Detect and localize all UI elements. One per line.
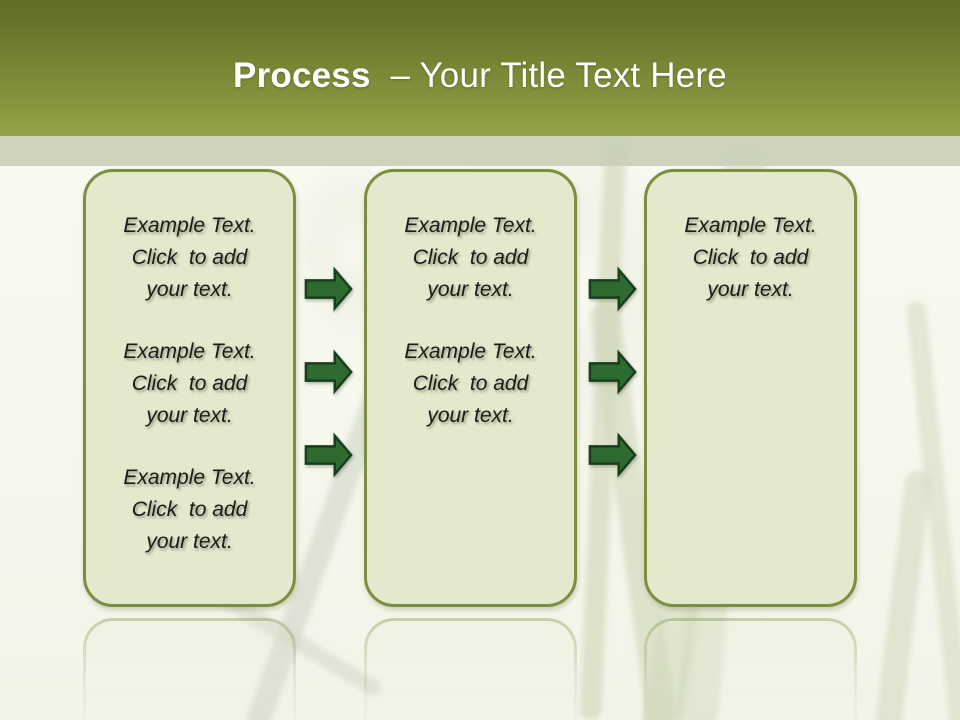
arrow-right-icon[interactable] [304,266,354,312]
slide-title-keyword: Process [233,56,371,95]
title-bar: Process – Your Title Text Here [0,0,960,136]
placeholder-text[interactable]: Example Text. Click to add your text. [123,466,256,553]
process-box-1[interactable]: Example Text. Click to add your text. Ex… [83,169,296,607]
arrow-right-icon[interactable] [304,432,354,478]
placeholder-text[interactable]: Example Text. Click to add your text. [123,214,256,301]
header-accent-band [0,136,960,166]
process-box-2[interactable]: Example Text. Click to add your text. Ex… [364,169,577,607]
slide-title-text: – Your Title Text Here [370,56,727,95]
arrow-right-icon[interactable] [304,349,354,395]
process-box-1-reflection [83,618,296,720]
placeholder-text[interactable]: Example Text. Click to add your text. [684,214,817,301]
slide-title: Process – Your Title Text Here [233,56,727,96]
arrow-right-icon[interactable] [588,432,638,478]
placeholder-text[interactable]: Example Text. Click to add your text. [123,340,256,427]
placeholder-text[interactable]: Example Text. Click to add your text. [404,340,537,427]
arrow-right-icon[interactable] [588,266,638,312]
background-stem [873,469,933,720]
placeholder-text[interactable]: Example Text. Click to add your text. [404,214,537,301]
process-box-3-reflection [644,618,857,720]
process-box-3[interactable]: Example Text. Click to add your text. [644,169,857,607]
arrow-right-icon[interactable] [588,349,638,395]
process-box-2-reflection [364,618,577,720]
